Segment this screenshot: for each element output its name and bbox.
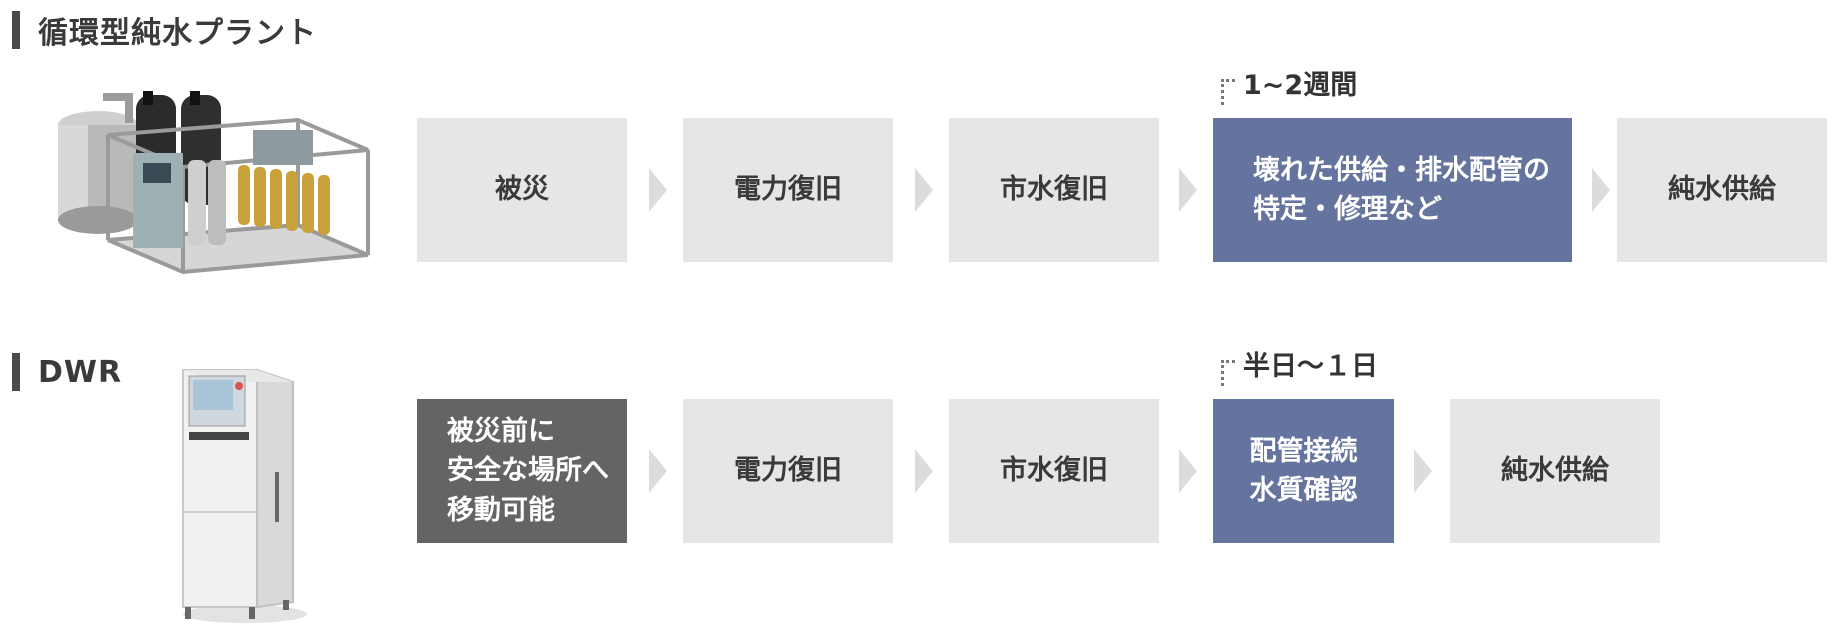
title-bar (12, 353, 20, 391)
plant-illustration (58, 91, 370, 275)
section-title-text: DWR (38, 354, 123, 390)
step-label: 純水供給 (1668, 174, 1776, 206)
chevron-right-icon (1179, 449, 1197, 493)
step-box: 電力復旧 (683, 118, 893, 262)
step-label: 配管接続 水質確認 (1249, 435, 1358, 506)
dwr-unit-illustration (182, 368, 307, 623)
duration-bracket (1221, 360, 1235, 386)
step-box: 純水供給 (1450, 399, 1660, 543)
title-bar (12, 11, 20, 49)
duration-label: 1~2週間 (1243, 70, 1358, 101)
step-label: 市水復旧 (1000, 174, 1108, 206)
chevron-right-icon (1179, 168, 1197, 212)
step-label: 被災 (495, 174, 549, 206)
duration-bracket (1221, 79, 1235, 105)
step-box: 市水復旧 (949, 399, 1159, 543)
step-box: 純水供給 (1617, 118, 1827, 262)
chevron-right-icon (649, 168, 667, 212)
section-title-text: 循環型純水プラント (38, 16, 317, 51)
chevron-right-icon (1414, 449, 1432, 493)
step-label: 壊れた供給・排水配管の 特定・修理など (1253, 154, 1550, 225)
step-label: 市水復旧 (1000, 455, 1108, 487)
duration-indicator: 1~2週間 (1221, 72, 1357, 105)
section-title-dwr: DWR (12, 352, 122, 392)
duration-indicator: 半日〜１日 (1221, 353, 1378, 386)
step-box-highlight: 配管接続 水質確認 (1213, 399, 1394, 543)
step-box: 電力復旧 (683, 399, 893, 543)
step-box: 市水復旧 (949, 118, 1159, 262)
step-label: 電力復旧 (734, 174, 842, 206)
section-title-plant: 循環型純水プラント (12, 10, 317, 51)
chevron-right-icon (915, 449, 933, 493)
step-box-highlight: 壊れた供給・排水配管の 特定・修理など (1213, 118, 1572, 262)
step-box-prepare: 被災前に 安全な場所へ 移動可能 (417, 399, 627, 543)
step-label: 電力復旧 (734, 455, 842, 487)
chevron-right-icon (1592, 168, 1610, 212)
duration-label: 半日〜１日 (1243, 351, 1378, 382)
step-label: 被災前に 安全な場所へ 移動可能 (447, 416, 609, 526)
chevron-right-icon (649, 449, 667, 493)
chevron-right-icon (915, 168, 933, 212)
step-box: 被災 (417, 118, 627, 262)
step-label: 純水供給 (1501, 455, 1609, 487)
